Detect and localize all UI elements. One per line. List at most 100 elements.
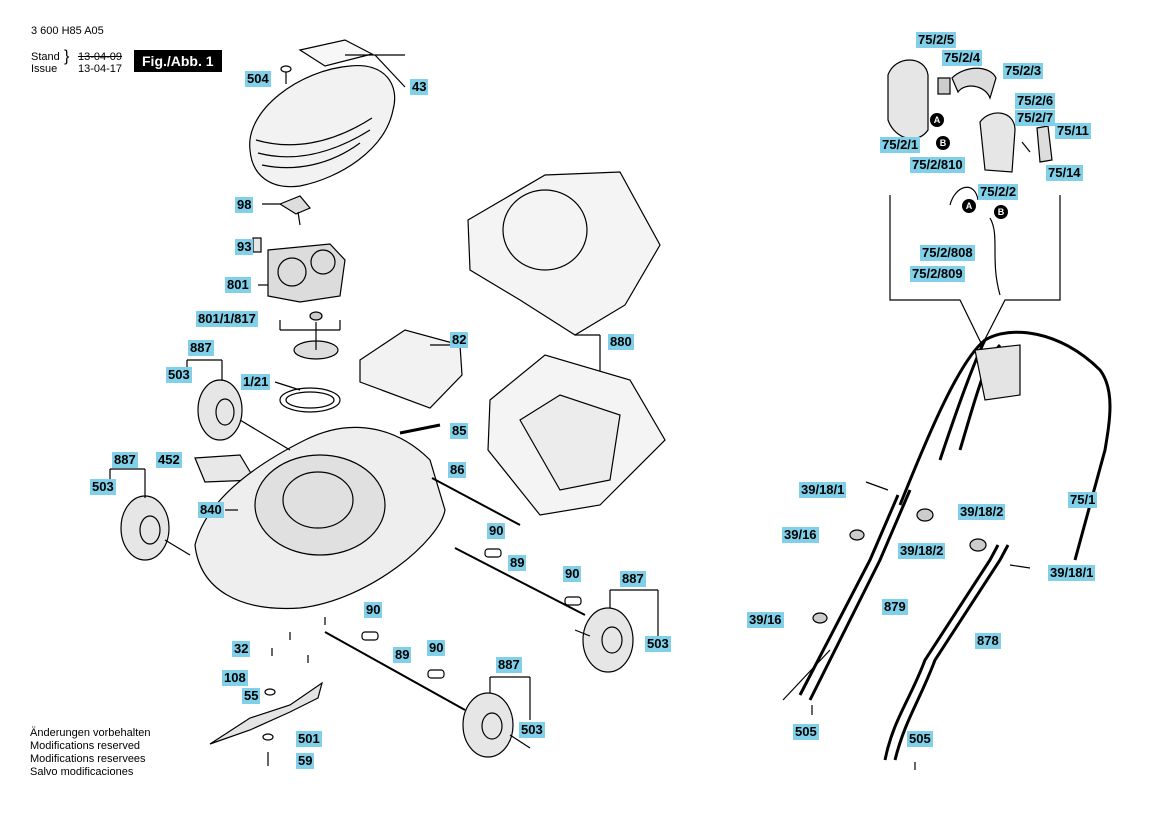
callout-39-18-2-b: 39/18/2 <box>898 543 946 559</box>
note-line-de: Änderungen vorbehalten <box>30 727 151 739</box>
lower-handle-878-part <box>883 544 1010 761</box>
grassbox-part <box>487 354 666 516</box>
callout-75-2-4: 75/2/4 <box>942 50 983 66</box>
stand-label: Stand <box>31 51 60 63</box>
callout-98: 98 <box>235 197 254 213</box>
issue-date: 13-04-17 <box>78 63 123 75</box>
callout-1-21: 1/21 <box>241 374 271 390</box>
callout-505-b: 505 <box>907 731 933 747</box>
callout-75-11: 75/11 <box>1055 123 1091 139</box>
callout-887-a: 887 <box>188 340 214 356</box>
drive-belt-part <box>274 381 341 413</box>
switch-housing-parts <box>887 59 1053 173</box>
note-line-fr: Modifications reservees <box>30 753 146 765</box>
callout-89-a: 89 <box>508 555 527 571</box>
motor-part <box>258 243 346 303</box>
callout-75-2-3: 75/2/3 <box>1003 63 1044 79</box>
stand-date: 13-04-09 <box>78 51 123 63</box>
callout-39-18-1-a: 39/18/1 <box>799 482 847 498</box>
callout-93: 93 <box>235 239 254 255</box>
callout-503-d: 503 <box>519 722 545 738</box>
callout-75-14: 75/14 <box>1046 165 1083 181</box>
screws-32-part <box>271 617 326 663</box>
lower-handle-879-part <box>782 489 912 701</box>
callout-39-16-a: 39/16 <box>782 527 819 543</box>
issue-label: Issue <box>31 63 58 75</box>
figure-label: Fig./Abb. 1 <box>134 50 222 72</box>
callout-39-18-1-b: 39/18/1 <box>1048 565 1096 581</box>
callout-504: 504 <box>245 71 271 87</box>
callout-108: 108 <box>222 670 248 686</box>
callout-887-c: 887 <box>620 571 646 587</box>
callout-75-2-2: 75/2/2 <box>978 184 1019 200</box>
note-line-en: Modifications reserved <box>30 740 141 752</box>
callout-879: 879 <box>882 599 908 615</box>
callout-501: 501 <box>296 731 322 747</box>
callout-75-1: 75/1 <box>1068 492 1098 508</box>
callout-801: 801 <box>225 277 251 293</box>
callout-82: 82 <box>450 332 469 348</box>
callout-503-a: 503 <box>166 367 192 383</box>
callout-89-b: 89 <box>393 647 412 663</box>
callout-43: 43 <box>410 79 429 95</box>
blade-part <box>209 681 323 766</box>
note-line-es: Salvo modificaciones <box>30 766 134 778</box>
callout-59: 59 <box>296 753 315 769</box>
callout-887-b: 887 <box>112 452 138 468</box>
callout-85: 85 <box>450 423 469 439</box>
hinge-rod-part <box>399 423 441 435</box>
callout-55: 55 <box>242 688 261 704</box>
brace-glyph: } <box>64 48 70 65</box>
axle-front-part <box>324 631 466 711</box>
callout-801-1-817: 801/1/817 <box>196 311 258 327</box>
callout-90-d: 90 <box>427 640 446 656</box>
grassbox-lid-part <box>467 171 661 380</box>
callout-39-16-b: 39/16 <box>747 612 784 628</box>
callout-75-2-809: 75/2/809 <box>910 266 965 282</box>
callout-75-2-7: 75/2/7 <box>1015 110 1056 126</box>
springs-part <box>361 548 582 679</box>
motor-cover-part <box>249 39 406 188</box>
upper-handle-part <box>898 330 1112 561</box>
modification-notes: Änderungen vorbehalten Modifications res… <box>30 727 150 779</box>
wheel-rear-right <box>574 607 634 673</box>
callout-75-2-5: 75/2/5 <box>916 32 957 48</box>
callout-503-b: 503 <box>90 479 116 495</box>
callout-840: 840 <box>198 502 224 518</box>
drive-pulley-part <box>279 311 341 360</box>
rear-flap-part <box>359 329 463 409</box>
callout-452: 452 <box>156 452 182 468</box>
callout-887-d: 887 <box>496 657 522 673</box>
wheel-front-left <box>120 495 191 561</box>
marker-b-top: B <box>936 136 950 150</box>
spacer-part <box>252 237 262 253</box>
callout-75-2-1: 75/2/1 <box>880 137 921 153</box>
callout-505-a: 505 <box>793 724 819 740</box>
switch-part <box>262 195 311 226</box>
callout-39-18-2-a: 39/18/2 <box>958 504 1006 520</box>
marker-a-top: A <box>930 113 944 127</box>
callout-32: 32 <box>232 641 251 657</box>
marker-b-bottom: B <box>994 205 1008 219</box>
callout-880: 880 <box>608 334 634 350</box>
wheel-rear-left <box>197 379 291 451</box>
doc-number: 3 600 H85 A05 <box>31 25 104 37</box>
callout-90-a: 90 <box>487 523 506 539</box>
callout-75-2-808: 75/2/808 <box>920 245 975 261</box>
callout-86: 86 <box>448 462 467 478</box>
handle-knobs-part <box>811 481 1031 770</box>
mower-housing-part <box>194 426 446 610</box>
callout-503-c: 503 <box>645 636 671 652</box>
axle-rear-part <box>454 547 586 616</box>
callout-90-c: 90 <box>364 602 383 618</box>
rod-86-part <box>431 477 521 526</box>
marker-a-bottom: A <box>962 199 976 213</box>
callout-90-b: 90 <box>563 566 582 582</box>
cable-part <box>949 186 1001 296</box>
callout-878: 878 <box>975 633 1001 649</box>
wheel-front-right <box>462 692 531 758</box>
callout-75-2-6: 75/2/6 <box>1015 93 1056 109</box>
screw-504-part <box>280 65 292 84</box>
callout-75-2-810: 75/2/810 <box>910 157 965 173</box>
